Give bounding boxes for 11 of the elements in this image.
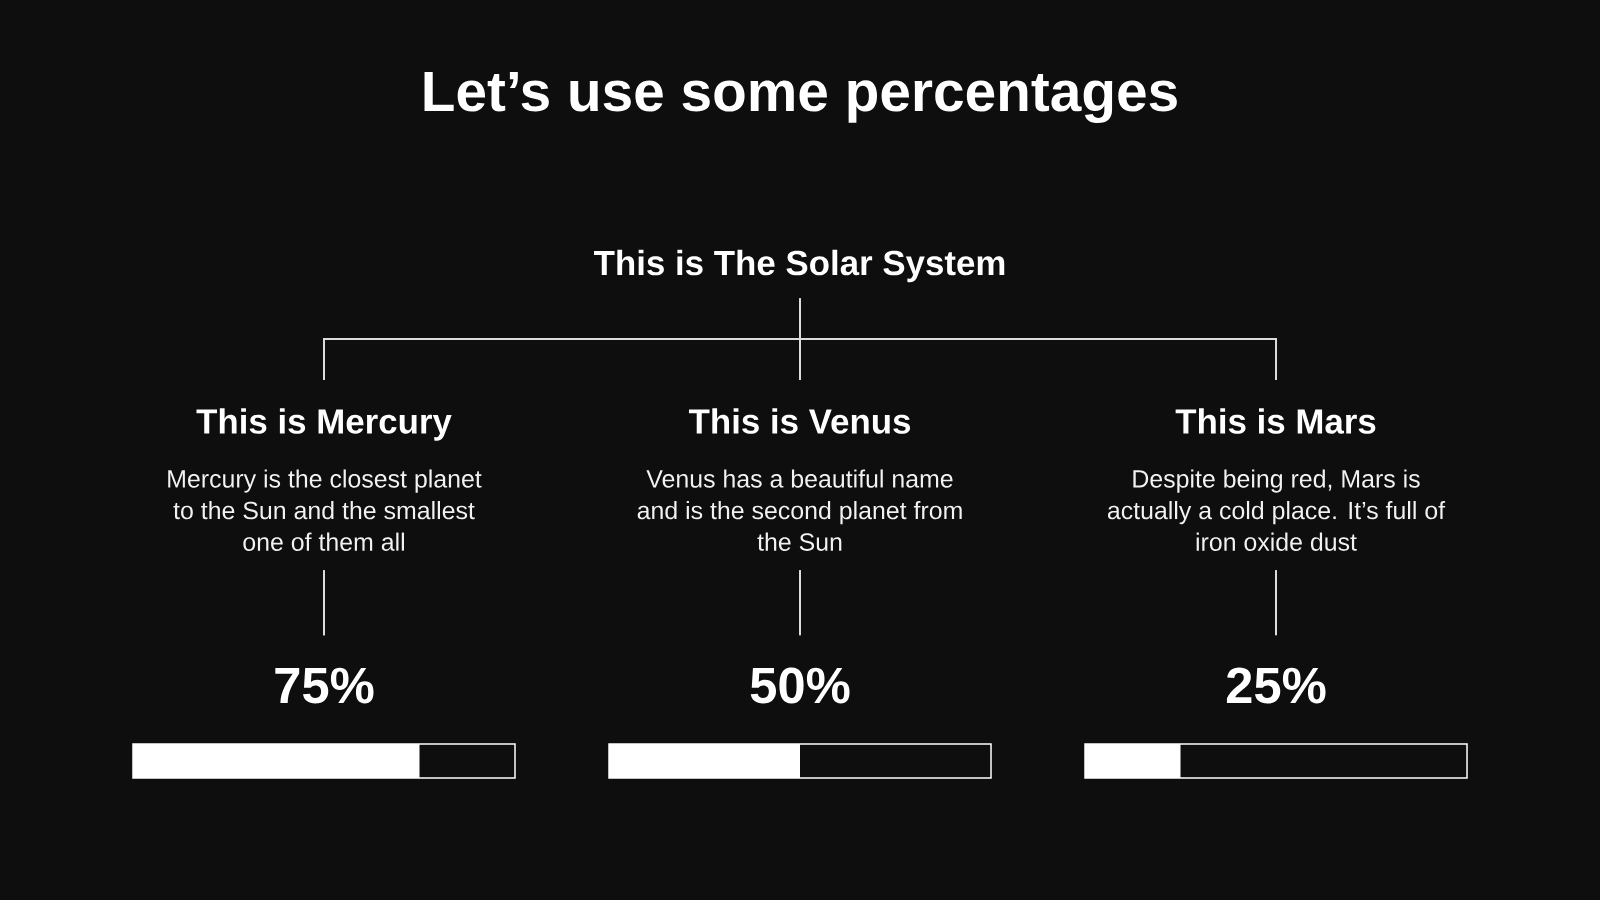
heading: This is Mercury [196, 408, 452, 441]
percentage: 25% [1226, 667, 1326, 704]
percentage: 75% [275, 667, 374, 704]
heading: This is The Solar System [594, 249, 1005, 283]
description: Despite being red, Mars is actually a cold place. It’s full of iron oxide dust [1107, 469, 1446, 551]
heading: This is Mars [1175, 408, 1376, 434]
description: Mercury is the closest planet to the Sun and the smallest one of them all [168, 469, 482, 551]
description: Venus has a beautiful name and is the second planet from the Sun [637, 469, 962, 551]
title: Let’s use some percentages [424, 71, 1177, 123]
percentage: 50% [750, 667, 850, 704]
heading: This is Venus [688, 408, 911, 434]
